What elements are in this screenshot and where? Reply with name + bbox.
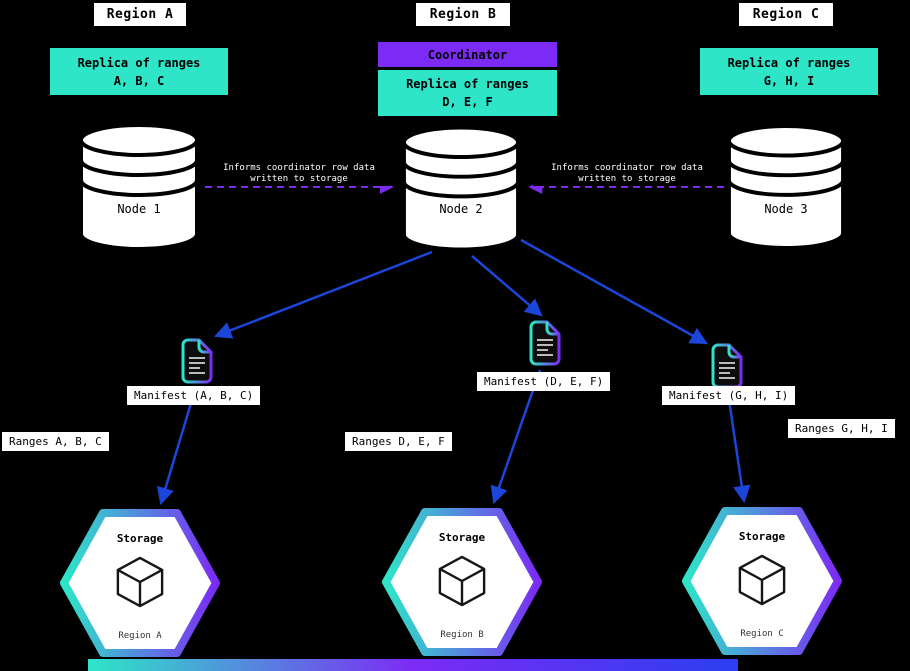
arrow-node2-to-manifest-c xyxy=(520,238,708,345)
cube-icon xyxy=(116,556,164,608)
storage-c-region-label: Region C xyxy=(740,629,784,639)
manifest-c-file-icon xyxy=(711,343,743,389)
manifest-b-file-icon xyxy=(529,320,561,366)
inform-left-line1: Informs coordinator row data xyxy=(223,163,375,173)
node-2: Node 2 xyxy=(401,122,521,255)
storage-b: Storage Region B xyxy=(379,507,545,657)
node-1: Node 1 xyxy=(78,122,200,252)
manifest-b-label: Manifest (D, E, F) xyxy=(477,372,611,391)
arrow-manifest-b-to-storage-b xyxy=(490,369,542,505)
arrow-manifest-a-to-storage-a xyxy=(157,389,197,506)
cube-icon xyxy=(438,555,486,607)
cube-icon xyxy=(738,554,786,606)
inform-right-line1: Informs coordinator row data xyxy=(551,163,703,173)
arrow-node2-to-manifest-a xyxy=(213,250,433,339)
storage-a-title: Storage xyxy=(116,532,164,545)
node-1-label: Node 1 xyxy=(117,202,161,216)
storage-c-title: Storage xyxy=(738,530,786,543)
database-icon xyxy=(79,123,199,251)
node-3: Node 3 xyxy=(726,122,846,252)
replica-b-line1: Replica of ranges xyxy=(406,77,529,91)
region-b-header: Region B xyxy=(416,3,510,26)
storage-c: Storage Region C xyxy=(679,506,845,656)
region-c-header: Region C xyxy=(739,3,833,26)
manifest-a-file-icon xyxy=(181,338,213,384)
inform-left-line2: written to storage xyxy=(250,174,348,184)
inform-annotation-left: Informs coordinator row data written to … xyxy=(205,162,393,186)
bottom-gradient-bar xyxy=(88,659,738,671)
replica-box-c: Replica of ranges G, H, I xyxy=(700,48,878,95)
node-2-label: Node 2 xyxy=(439,202,483,216)
replica-box-a: Replica of ranges A, B, C xyxy=(50,48,228,95)
manifest-c-label: Manifest (G, H, I) xyxy=(662,386,796,405)
storage-a: Storage Region A xyxy=(57,508,223,658)
coordinator-badge: Coordinator xyxy=(378,42,557,67)
storage-a-region-label: Region A xyxy=(118,631,162,641)
replica-c-line1: Replica of ranges xyxy=(727,55,851,70)
region-a-header: Region A xyxy=(94,3,186,26)
database-icon xyxy=(401,125,521,252)
replica-a-line1: Replica of ranges xyxy=(77,55,201,70)
inform-right-line2: written to storage xyxy=(578,174,676,184)
replica-a-line2: A, B, C xyxy=(113,73,165,88)
replica-b-line2: D, E, F xyxy=(442,95,493,109)
ranges-a-label: Ranges A, B, C xyxy=(2,432,109,451)
replica-c-line2: G, H, I xyxy=(763,73,815,88)
ranges-c-label: Ranges G, H, I xyxy=(788,419,895,438)
database-icon xyxy=(726,124,846,250)
node-3-label: Node 3 xyxy=(764,202,808,216)
manifest-a-label: Manifest (A, B, C) xyxy=(127,386,261,405)
storage-b-title: Storage xyxy=(438,531,486,544)
ranges-b-label: Ranges D, E, F xyxy=(345,432,452,451)
inform-annotation-right: Informs coordinator row data written to … xyxy=(533,162,721,186)
arrow-node2-to-manifest-b xyxy=(471,255,543,317)
storage-b-region-label: Region B xyxy=(440,630,484,640)
replica-box-b: Replica of ranges D, E, F xyxy=(378,70,557,116)
arrow-manifest-c-to-storage-c xyxy=(726,392,751,504)
